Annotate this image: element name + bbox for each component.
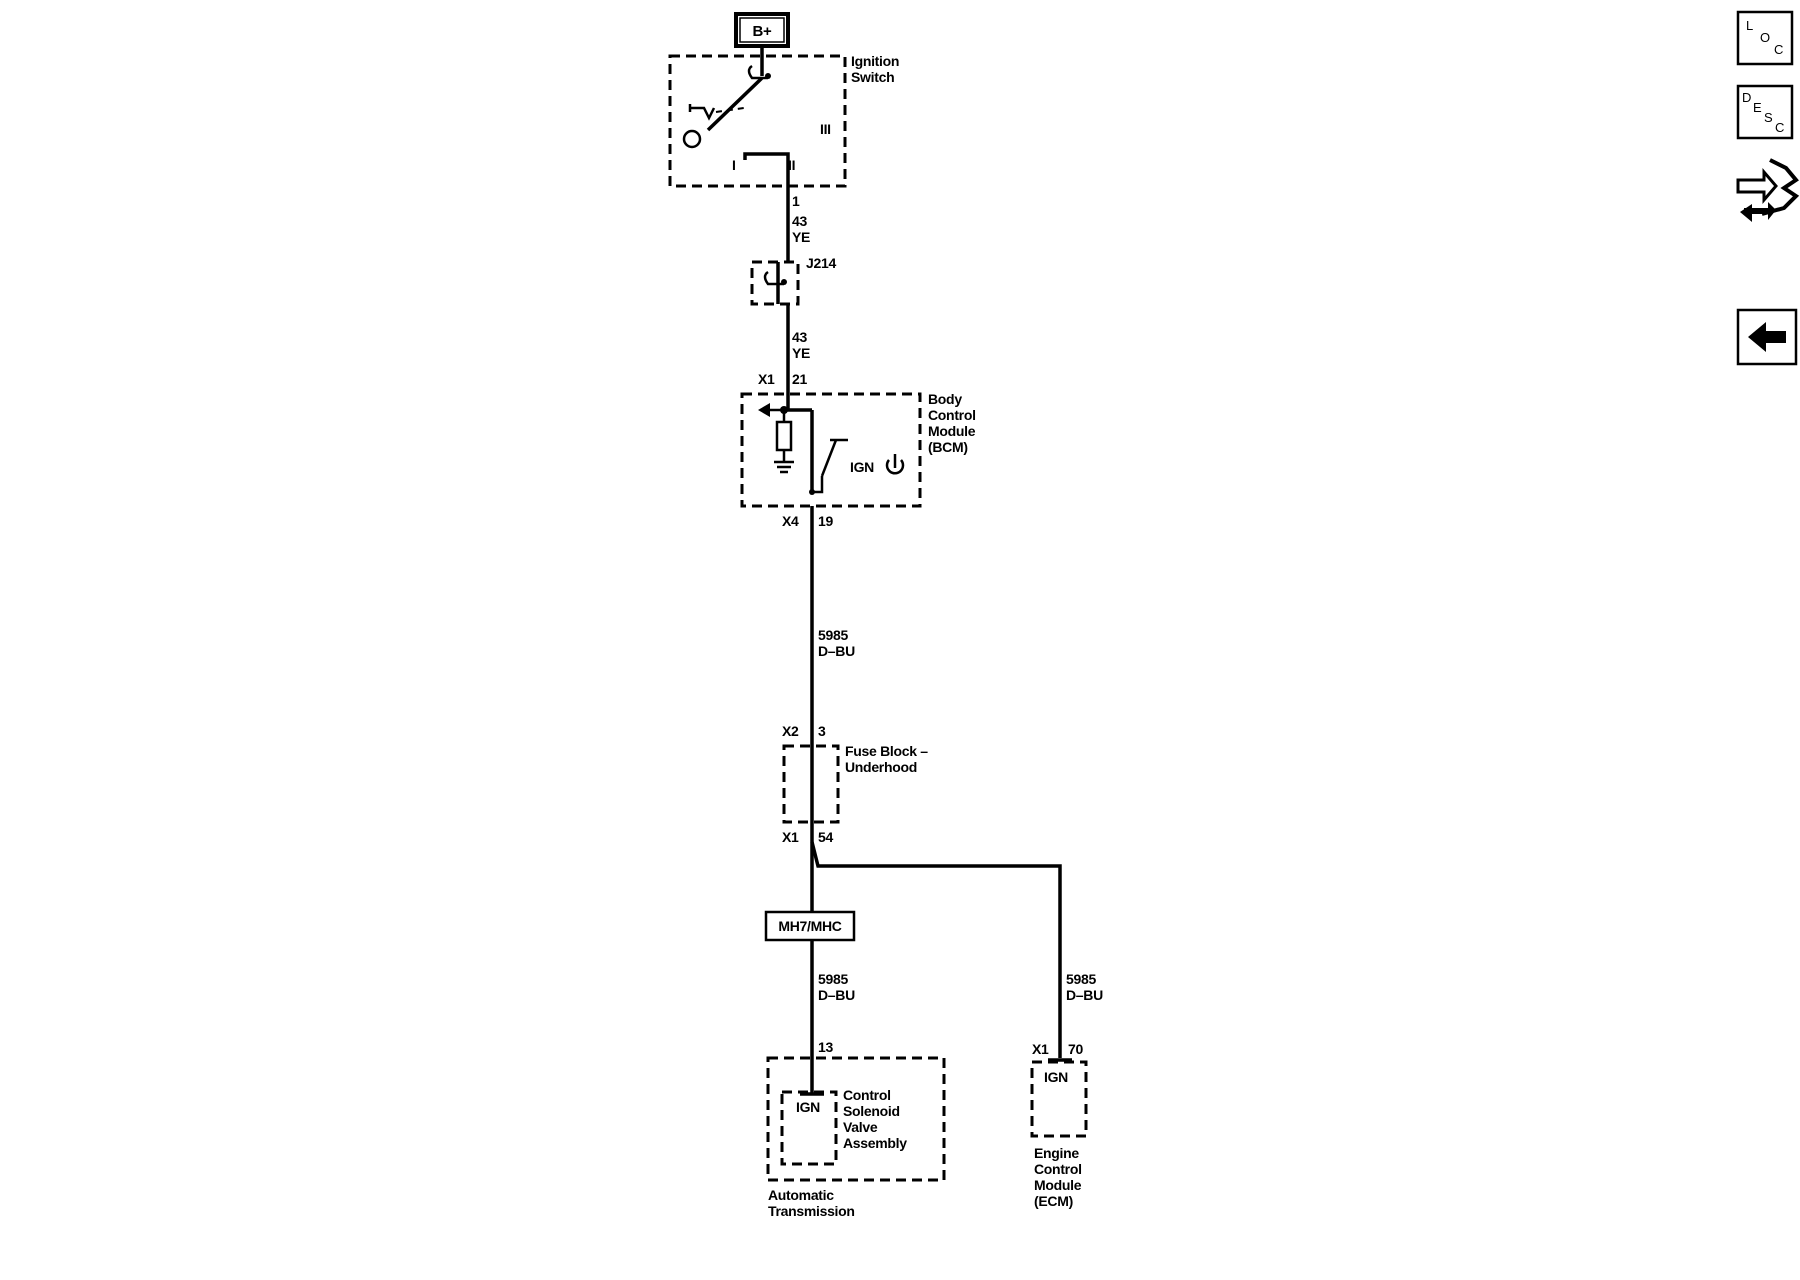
tcm-ign-label: IGN (796, 1099, 820, 1115)
bcm-out-pin: 19 (818, 513, 833, 529)
ignition-pos-iii: III (820, 121, 831, 137)
desc-letter-4: C (1775, 120, 1784, 135)
connector-view-icon[interactable] (1736, 158, 1800, 222)
fuse-block-in-connector: X2 (782, 723, 799, 739)
ignition-switch-label-1: Ignition (851, 53, 899, 69)
bcm-in-pin: 21 (792, 371, 807, 387)
bcm-out-connector: X4 (782, 513, 799, 529)
splice-j214: J214 (750, 255, 837, 306)
desc-letter-2: E (1753, 100, 1762, 115)
body-control-module: IGN Body Control Module (BCM) (740, 391, 976, 508)
wire-43-lower-circuit: 43 (792, 329, 807, 345)
loc-letter-1: L (1746, 18, 1753, 33)
transmission-label-1: Automatic (768, 1187, 834, 1203)
option-code-label: MH7/MHC (778, 918, 841, 934)
location-button[interactable]: L O C (1736, 10, 1794, 66)
valve-label-2: Solenoid (843, 1103, 900, 1119)
ecm-ign-label: IGN (1044, 1069, 1068, 1085)
ignition-pos-i: I (732, 157, 736, 173)
ecm-connector: X1 (1032, 1041, 1049, 1057)
wire-43-upper-color: YE (792, 229, 810, 245)
bcm-in-connector: X1 (758, 371, 775, 387)
wire-5985-tcm-circuit: 5985 (818, 971, 848, 987)
bcm-label-1: Body (928, 391, 962, 407)
loc-letter-2: O (1760, 30, 1770, 45)
wire-5985-tcm-color: D–BU (818, 987, 855, 1003)
fuse-block-in-pin: 3 (818, 723, 826, 739)
ignition-switch-pin: 1 (792, 193, 800, 209)
engine-control-module: X1 70 IGN Engine Control Module (ECM) (1030, 1041, 1088, 1209)
wire-5985-ecm-color: D–BU (1066, 987, 1103, 1003)
bcm-ign-label: IGN (850, 459, 874, 475)
ecm-label-3: Module (1034, 1177, 1082, 1193)
fuse-block-label-2: Underhood (845, 759, 917, 775)
valve-label-1: Control (843, 1087, 891, 1103)
wire-5985-ecm-circuit: 5985 (1066, 971, 1096, 987)
ecm-label-4: (ECM) (1034, 1193, 1073, 1209)
bcm-label-3: Module (928, 423, 976, 439)
ignition-switch-label-2: Switch (851, 69, 894, 85)
loc-letter-3: C (1774, 42, 1783, 57)
wire-5985-main-circuit: 5985 (818, 627, 848, 643)
desc-letter-1: D (1742, 90, 1751, 105)
valve-label-4: Assembly (843, 1135, 907, 1151)
tcm-pin: 13 (818, 1039, 833, 1055)
wire-43-upper-circuit: 43 (792, 213, 807, 229)
automatic-transmission: IGN Control Solenoid Valve Assembly Auto… (766, 1056, 946, 1219)
power-icon (885, 454, 905, 475)
battery-positive-source: B+ (734, 12, 790, 48)
back-arrow-icon[interactable] (1736, 308, 1798, 366)
transmission-label-2: Transmission (768, 1203, 855, 1219)
ecm-label-2: Control (1034, 1161, 1082, 1177)
fuse-block-underhood: Fuse Block – Underhood (782, 743, 929, 824)
option-code-box: MH7/MHC (764, 910, 856, 942)
ecm-label-1: Engine (1034, 1145, 1079, 1161)
fuse-block-label-1: Fuse Block – (845, 743, 928, 759)
description-button[interactable]: D E S C (1736, 84, 1794, 140)
desc-letter-3: S (1764, 110, 1773, 125)
bcm-label-2: Control (928, 407, 976, 423)
ecm-pin: 70 (1068, 1041, 1083, 1057)
wire-5985-main-color: D–BU (818, 643, 855, 659)
fuse-block-out-pin: 54 (818, 829, 833, 845)
power-label: B+ (753, 23, 773, 40)
ignition-switch: I II III Ignition Switch (668, 53, 899, 188)
bcm-label-4: (BCM) (928, 439, 968, 455)
ignition-pos-ii: II (788, 157, 795, 173)
splice-label: J214 (806, 255, 836, 271)
fuse-block-out-connector: X1 (782, 829, 799, 845)
wire-43-lower-color: YE (792, 345, 810, 361)
valve-label-3: Valve (843, 1119, 878, 1135)
